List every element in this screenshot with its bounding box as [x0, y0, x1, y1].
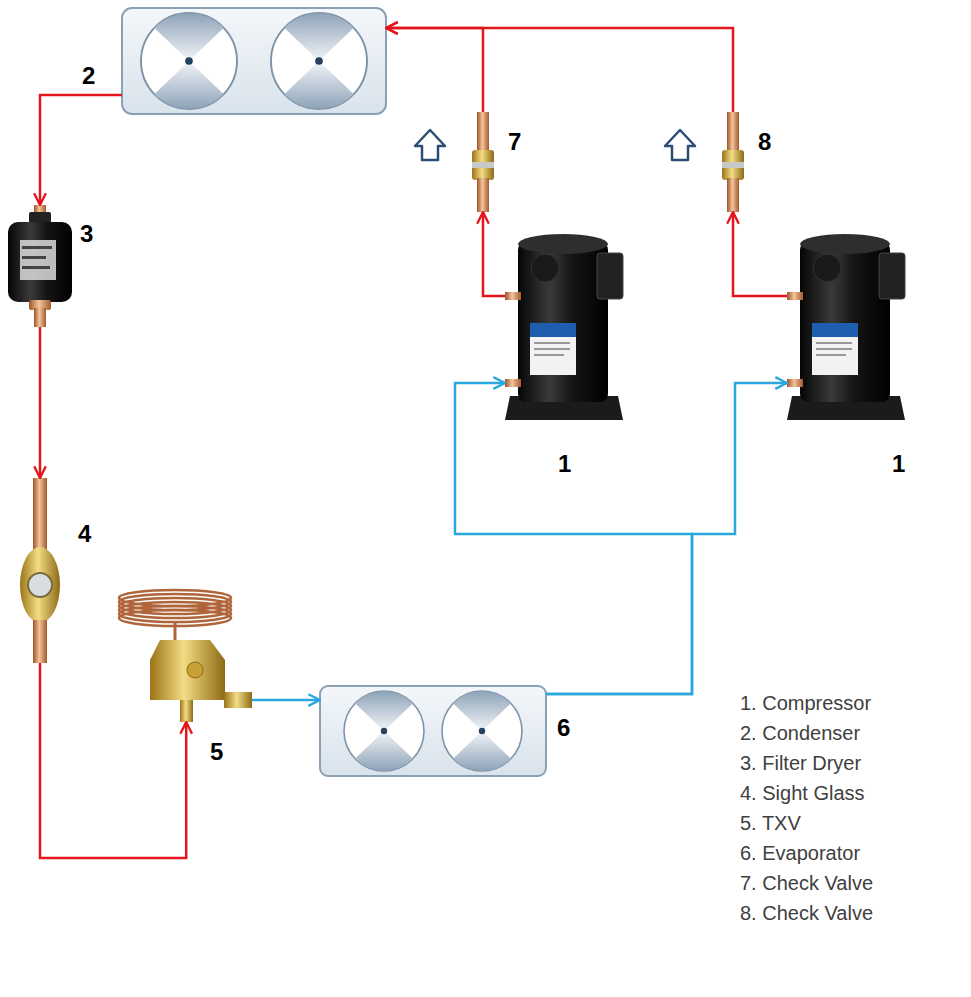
expansion-valve	[119, 590, 252, 722]
compressor	[505, 234, 623, 420]
legend-entry: 4. Sight Glass	[740, 778, 873, 808]
legend-entry: 1. Compressor	[740, 688, 873, 718]
callout-number: 7	[508, 128, 521, 156]
callout-number: 1	[892, 450, 905, 478]
callout-number: 8	[758, 128, 771, 156]
refrigerant-line	[455, 383, 692, 694]
compressor	[787, 234, 905, 420]
evaporator-unit	[320, 686, 546, 776]
condenser-unit	[122, 8, 386, 114]
refrigerant-line	[40, 663, 186, 858]
legend-entry: 6. Evaporator	[740, 838, 873, 868]
evaporator: 6	[320, 686, 546, 776]
refrigerant-line	[252, 699, 320, 702]
sight-glass: 4	[20, 478, 60, 663]
legend-entry: 8. Check Valve	[740, 898, 873, 928]
filter-dryer	[8, 205, 72, 327]
legend-entry: 3. Filter Dryer	[740, 748, 873, 778]
check-valve: 8	[718, 112, 748, 212]
check-valve	[472, 112, 494, 212]
callout-number: 6	[557, 714, 570, 742]
refrigerant-line	[386, 28, 733, 112]
legend-entry: 7. Check Valve	[740, 868, 873, 898]
callout-number: 3	[80, 220, 93, 248]
refrigerant-line	[386, 28, 483, 112]
callout-number: 2	[82, 62, 95, 90]
compressor: 1	[787, 228, 905, 420]
refrigerant-line	[39, 327, 42, 478]
refrigerant-line	[546, 383, 787, 694]
filter-dryer: 3	[6, 205, 74, 327]
callout-number: 4	[78, 520, 91, 548]
legend-entry: 5. TXV	[740, 808, 873, 838]
legend-entry: 2. Condenser	[740, 718, 873, 748]
check-valve: 7	[468, 112, 498, 212]
compressor: 1	[505, 228, 623, 420]
flow-direction-arrow	[415, 130, 695, 160]
expansion-valve: 5	[112, 588, 252, 722]
sight-glass	[20, 478, 60, 663]
check-valve	[722, 112, 744, 212]
refrigerant-line	[483, 212, 505, 296]
condenser: 2	[122, 8, 386, 114]
callout-number: 1	[558, 450, 571, 478]
refrigerant-line	[40, 95, 122, 205]
callout-number: 5	[210, 738, 223, 766]
refrigerant-line	[733, 212, 787, 296]
